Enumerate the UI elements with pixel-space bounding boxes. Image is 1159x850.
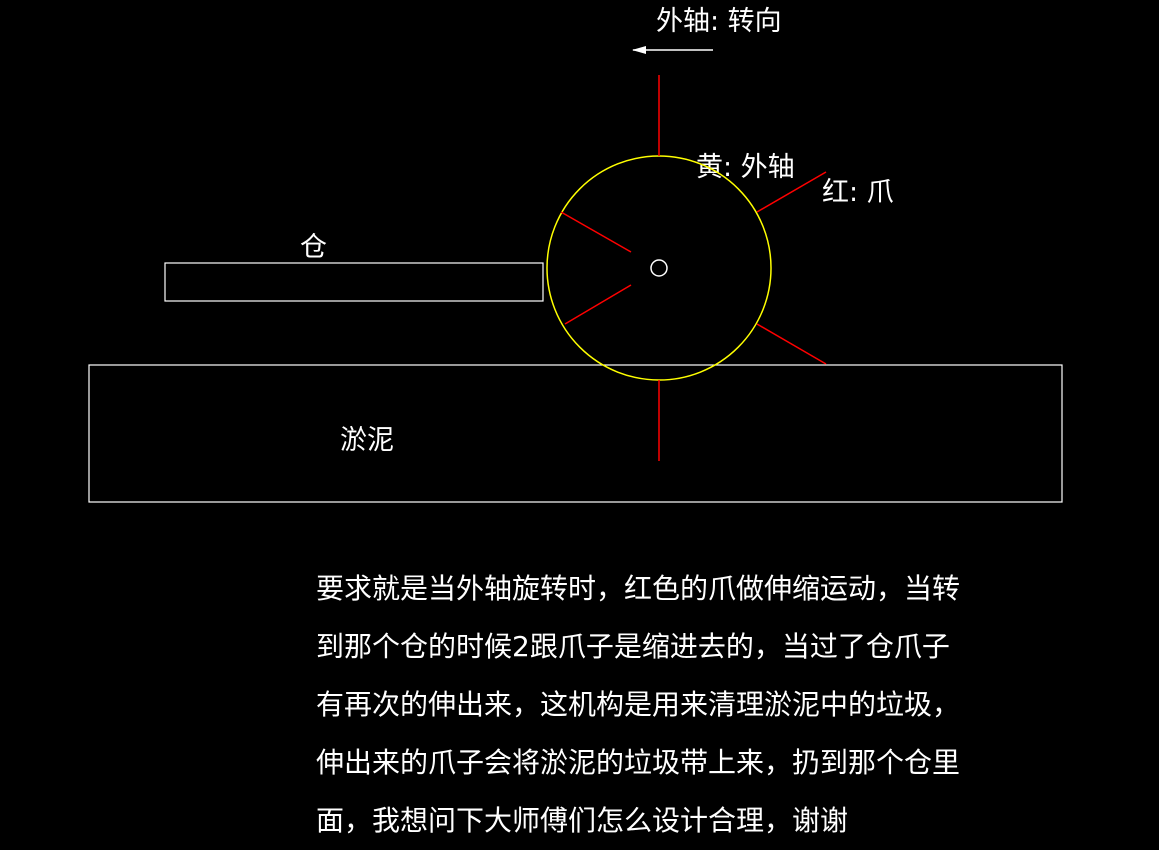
rotation-direction-label: 外轴: 转向: [656, 6, 782, 37]
bin-label: 仓: [300, 232, 327, 263]
description-line: 面，我想问下大师傅们怎么设计合理，谢谢: [316, 804, 849, 837]
description-text: 要求就是当外轴旋转时，红色的爪做伸缩运动，当转 到那个仓的时候2跟爪子是缩进去的…: [316, 560, 961, 850]
claw-group: [560, 75, 827, 461]
rotation-direction-arrow: [632, 46, 713, 54]
description-line: 要求就是当外轴旋转时，红色的爪做伸缩运动，当转: [316, 572, 961, 605]
yellow-outer-shaft-legend: 黄: 外轴: [696, 152, 795, 183]
description-line: 伸出来的爪子会将淤泥的垃圾带上来，扔到那个仓里: [316, 746, 961, 779]
outer-shaft-circle: [546, 155, 772, 381]
claw-lower-right: [756, 323, 827, 365]
center-hub-circle: [650, 259, 668, 277]
claw-upper-left: [560, 211, 632, 253]
claw-lower-left: [564, 284, 632, 325]
red-claw-legend: 红: 爪: [822, 177, 894, 208]
description-line: 有再次的伸出来，这机构是用来清理淤泥中的垃圾，: [316, 688, 961, 721]
sludge-rectangle: [88, 364, 1063, 503]
description-line: 到那个仓的时候2跟爪子是缩进去的，当过了仓爪子: [316, 630, 950, 663]
claw-upper-right: [756, 171, 827, 213]
sludge-label: 淤泥: [340, 425, 394, 456]
bin-rectangle: [164, 262, 544, 302]
